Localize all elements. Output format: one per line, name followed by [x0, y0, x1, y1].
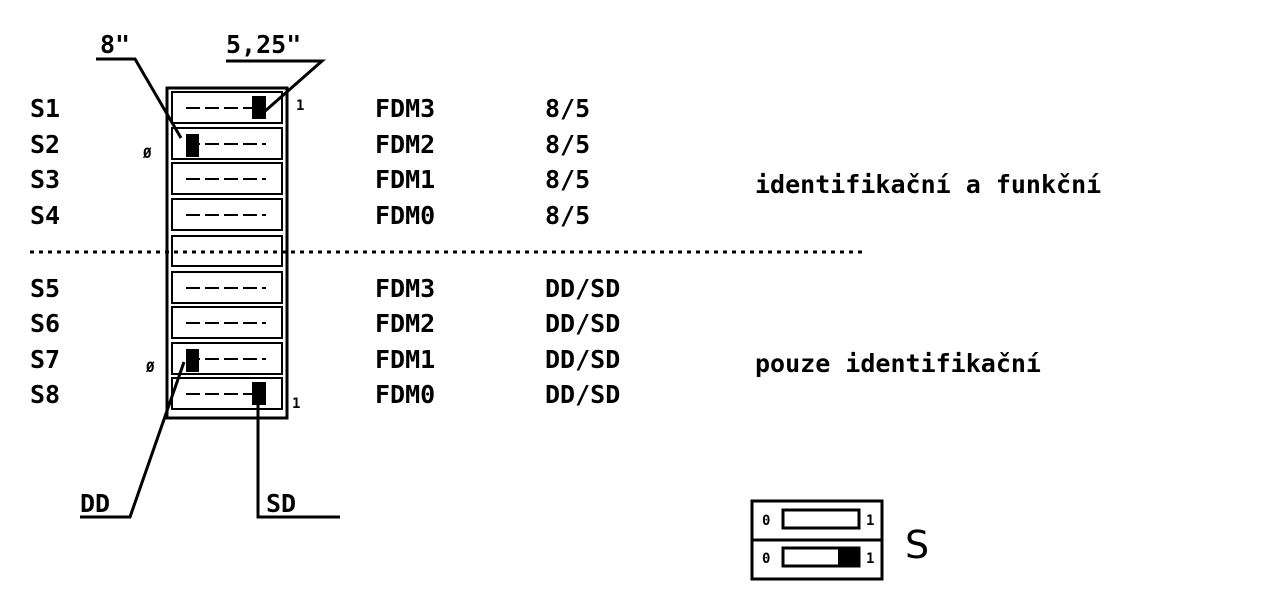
switch-slot [171, 162, 283, 195]
row-switch: S6 [30, 309, 60, 338]
row-value: DD/SD [545, 380, 620, 409]
switch-slot [171, 127, 283, 160]
label-5-25-inch: 5,25" [226, 30, 301, 59]
row-value: DD/SD [545, 309, 620, 338]
leader-dd [80, 361, 186, 519]
legend-one-2: 1 [866, 551, 874, 567]
row-drive: FDM1 [375, 165, 435, 194]
row-switch: S3 [30, 165, 60, 194]
switch-slot [171, 271, 283, 304]
switch-slot [171, 306, 283, 339]
row-value: DD/SD [545, 274, 620, 303]
row-drive: FDM3 [375, 94, 435, 123]
row-drive: FDM2 [375, 309, 435, 338]
legend: 0 1 0 1 S [750, 499, 929, 581]
switch-slot [171, 342, 283, 375]
leader-5-25-inch [226, 59, 326, 114]
row-switch: S7 [30, 345, 60, 374]
leader-sd [256, 404, 340, 519]
row-value: DD/SD [545, 345, 620, 374]
mark-one-s1: 1 [296, 98, 304, 114]
note-group2: pouze identifikační [755, 349, 1041, 378]
row-value: 8/5 [545, 201, 590, 230]
label-dd: DD [80, 489, 110, 518]
switch-slot [171, 198, 283, 231]
switch-knob-off [186, 134, 199, 157]
label-8-inch: 8" [100, 30, 130, 59]
switch-knob-on [252, 382, 266, 405]
switch-slot [171, 91, 283, 124]
legend-symbol: S [905, 523, 929, 567]
legend-one-1: 1 [866, 513, 874, 529]
row-switch: S1 [30, 94, 60, 123]
row-drive: FDM0 [375, 380, 435, 409]
note-group1: identifikační a funkční [755, 170, 1101, 199]
legend-zero-2: 0 [762, 551, 770, 567]
legend-zero-1: 0 [762, 513, 770, 529]
row-drive: FDM3 [375, 274, 435, 303]
mark-one-s8: 1 [292, 396, 300, 412]
row-drive: FDM0 [375, 201, 435, 230]
row-switch: S8 [30, 380, 60, 409]
row-drive: FDM2 [375, 130, 435, 159]
row-value: 8/5 [545, 94, 590, 123]
label-sd: SD [266, 489, 296, 518]
mark-zero-s2: Ø [142, 146, 152, 162]
row-switch: S5 [30, 274, 60, 303]
row-value: 8/5 [545, 130, 590, 159]
switch-knob-off [186, 349, 199, 372]
switch-knob-on [252, 96, 266, 119]
legend-switch-off [781, 508, 861, 530]
row-switch: S4 [30, 201, 60, 230]
row-value: 8/5 [545, 165, 590, 194]
mark-zero-s7: Ø [145, 360, 155, 376]
row-drive: FDM1 [375, 345, 435, 374]
row-switch: S2 [30, 130, 60, 159]
